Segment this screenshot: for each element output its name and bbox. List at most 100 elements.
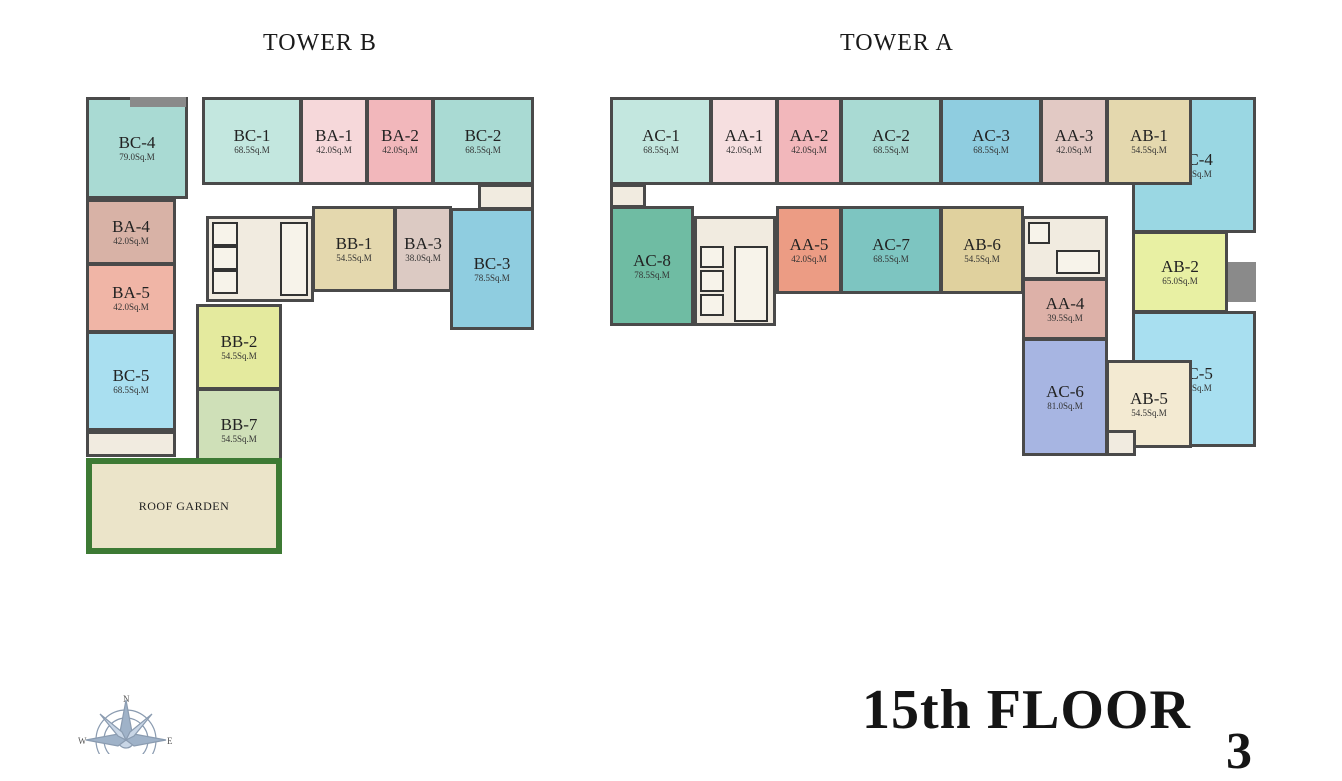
unit-area: 78.5Sq.M [634, 269, 670, 280]
corridor [176, 168, 198, 468]
unit-code: AA-2 [789, 125, 829, 145]
stair-core [86, 431, 176, 457]
corridor [1108, 186, 1134, 366]
unit-ba3[interactable]: BA-3 38.0Sq.M [394, 206, 452, 292]
unit-bc3[interactable]: BC-3 78.5Sq.M [450, 208, 534, 330]
unit-area: 42.0Sq.M [726, 144, 762, 155]
unit-ab2[interactable]: AB-2 65.0Sq.M [1132, 231, 1228, 313]
unit-ac3[interactable]: AC-3 68.5Sq.M [940, 97, 1042, 185]
unit-area: 42.0Sq.M [382, 144, 418, 155]
unit-bc1[interactable]: BC-1 68.5Sq.M [202, 97, 302, 185]
unit-code: BB-7 [220, 414, 258, 434]
unit-area: 42.0Sq.M [791, 144, 827, 155]
unit-code: BC-5 [112, 365, 150, 385]
stair [280, 222, 308, 296]
unit-area: 42.0Sq.M [1056, 144, 1092, 155]
stair-core [610, 184, 646, 208]
unit-code: AA-3 [1054, 125, 1094, 145]
elevator-shaft [700, 246, 724, 268]
roof-garden-label: ROOF GARDEN [138, 498, 230, 513]
unit-aa3[interactable]: AA-3 42.0Sq.M [1040, 97, 1108, 185]
compass-east: E [167, 736, 173, 746]
unit-area: 54.5Sq.M [1131, 407, 1167, 418]
unit-area: 68.5Sq.M [643, 144, 679, 155]
unit-aa5[interactable]: AA-5 42.0Sq.M [776, 206, 842, 294]
unit-area: 54.5Sq.M [1131, 144, 1167, 155]
unit-area: 38.0Sq.M [405, 252, 441, 263]
unit-ab1-front: AB-1 54.5Sq.M [1106, 97, 1192, 185]
unit-code: AC-3 [972, 125, 1010, 145]
tower-a-title: TOWER A [840, 30, 954, 56]
unit-ab6[interactable]: AB-6 54.5Sq.M [940, 206, 1024, 294]
unit-aa1[interactable]: AA-1 42.0Sq.M [710, 97, 778, 185]
unit-code: AB-6 [963, 234, 1001, 254]
unit-ba1[interactable]: BA-1 42.0Sq.M [300, 97, 368, 185]
unit-area: 68.5Sq.M [973, 144, 1009, 155]
unit-bb2[interactable]: BB-2 54.5Sq.M [196, 304, 282, 390]
unit-bc5[interactable]: BC-5 68.5Sq.M [86, 331, 176, 431]
unit-area: 39.5Sq.M [1047, 312, 1083, 323]
unit-code: AC-7 [872, 234, 910, 254]
corner-number: 3 [1226, 723, 1252, 780]
corridor [610, 186, 1130, 208]
unit-code: BA-3 [404, 233, 442, 253]
unit-area: 78.5Sq.M [474, 272, 510, 283]
unit-bc2[interactable]: BC-2 68.5Sq.M [432, 97, 534, 185]
unit-ac7[interactable]: AC-7 68.5Sq.M [840, 206, 942, 294]
unit-area: 68.5Sq.M [234, 144, 270, 155]
elevator-shaft [700, 294, 724, 316]
unit-code: AA-4 [1045, 293, 1085, 313]
unit-ba5[interactable]: BA-5 42.0Sq.M [86, 263, 176, 333]
unit-code: AB-2 [1161, 256, 1199, 276]
unit-bc4[interactable]: BC-4 79.0Sq.M [86, 97, 188, 199]
stair [1056, 250, 1100, 274]
unit-area: 79.0Sq.M [119, 151, 155, 162]
unit-code: AA-5 [789, 234, 829, 254]
unit-area: 42.0Sq.M [113, 235, 149, 246]
unit-area: 42.0Sq.M [791, 253, 827, 264]
unit-area: 54.5Sq.M [336, 252, 372, 263]
unit-ac8[interactable]: AC-8 78.5Sq.M [610, 206, 694, 326]
unit-area: 42.0Sq.M [113, 301, 149, 312]
unit-aa2[interactable]: AA-2 42.0Sq.M [776, 97, 842, 185]
unit-code: BC-1 [233, 125, 271, 145]
elevator-shaft [212, 246, 238, 270]
unit-code: AA-1 [724, 125, 764, 145]
balcony [1228, 262, 1256, 302]
elevator-shaft [700, 270, 724, 292]
unit-code: BA-4 [112, 216, 150, 236]
unit-area: 81.0Sq.M [1047, 400, 1083, 411]
unit-code: AC-6 [1046, 381, 1084, 401]
unit-code: AC-1 [642, 125, 680, 145]
unit-code: BB-2 [220, 331, 258, 351]
unit-area: 68.5Sq.M [873, 144, 909, 155]
stair-core [478, 184, 534, 210]
compass-west: W [78, 736, 87, 746]
unit-ac2[interactable]: AC-2 68.5Sq.M [840, 97, 942, 185]
compass-icon: N W E [78, 694, 173, 754]
unit-area: 42.0Sq.M [316, 144, 352, 155]
unit-code: BC-2 [464, 125, 502, 145]
unit-area: 54.5Sq.M [221, 350, 257, 361]
unit-aa4[interactable]: AA-4 39.5Sq.M [1022, 278, 1108, 340]
tower-b-title: TOWER B [263, 30, 377, 56]
unit-area: 65.0Sq.M [1162, 275, 1198, 286]
unit-area: 68.5Sq.M [465, 144, 501, 155]
unit-code: AC-2 [872, 125, 910, 145]
unit-ac1[interactable]: AC-1 68.5Sq.M [610, 97, 712, 185]
unit-ba2[interactable]: BA-2 42.0Sq.M [366, 97, 434, 185]
roof-garden: ROOF GARDEN [86, 458, 282, 554]
unit-area: 91.5Sq.M [1176, 382, 1212, 393]
elevator-shaft [1028, 222, 1050, 244]
unit-code: BA-1 [315, 125, 353, 145]
unit-ac6[interactable]: AC-6 81.0Sq.M [1022, 338, 1108, 456]
floor-title: 15th FLOOR [862, 679, 1191, 741]
elevator-shaft [212, 222, 238, 246]
stair [734, 246, 768, 322]
unit-bb1[interactable]: BB-1 54.5Sq.M [312, 206, 396, 292]
unit-ba4[interactable]: BA-4 42.0Sq.M [86, 199, 176, 265]
unit-area: 54.5Sq.M [964, 253, 1000, 264]
corridor [176, 186, 476, 208]
unit-area: 54.5Sq.M [221, 433, 257, 444]
unit-code: BA-5 [112, 282, 150, 302]
